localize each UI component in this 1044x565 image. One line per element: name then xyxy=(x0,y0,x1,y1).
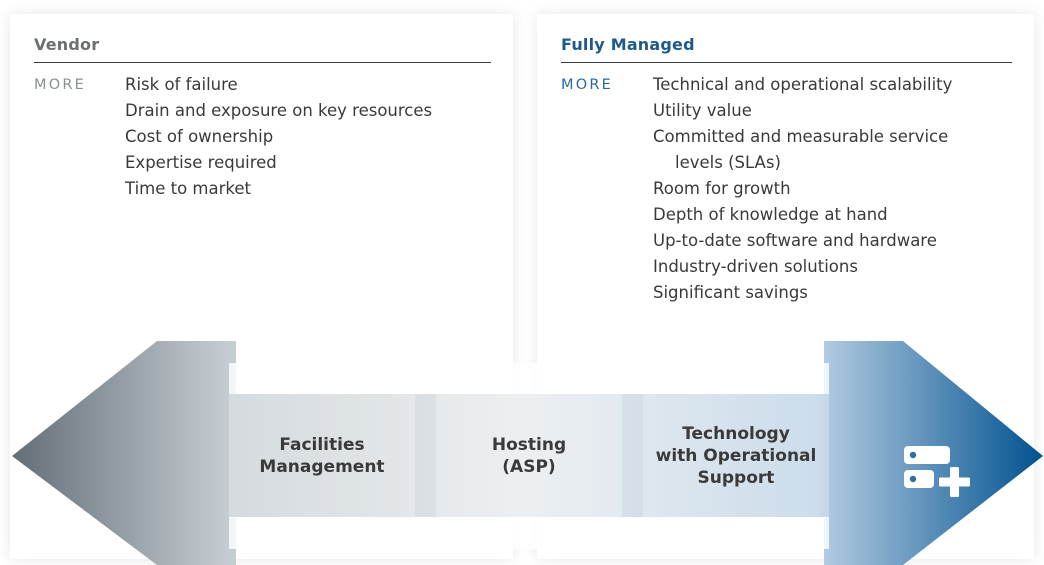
fully-managed-list: Technical and operational scalability Ut… xyxy=(653,72,993,306)
technology-operational-support-label: Technology with Operational Support xyxy=(643,363,829,549)
vendor-more-label: MORE xyxy=(34,77,86,93)
list-item: Up-to-date software and hardware xyxy=(653,231,937,250)
server-add-icon xyxy=(904,446,970,497)
vendor-list: Risk of failure Drain and exposure on ke… xyxy=(125,72,432,202)
list-item: Cost of ownership xyxy=(125,127,274,146)
hosting-asp-box: Hosting (ASP) xyxy=(436,363,622,549)
list-item: Industry-driven solutions xyxy=(653,257,858,276)
box-line: Hosting xyxy=(491,435,567,455)
box-background xyxy=(229,363,415,549)
list-item: Drain and exposure on key resources xyxy=(125,101,433,120)
list-item: Expertise required xyxy=(125,153,277,172)
list-item: Room for growth xyxy=(653,179,791,198)
fully-managed-divider xyxy=(561,62,1012,63)
fully-managed-more-label: MORE xyxy=(561,77,613,93)
box-line: with Operational xyxy=(655,446,817,466)
box-background xyxy=(436,363,622,549)
box-line: (ASP) xyxy=(502,457,556,477)
box-line: Technology xyxy=(682,424,790,444)
list-item: Utility value xyxy=(653,101,752,120)
hosting-asp-label: Hosting (ASP) xyxy=(436,363,622,549)
technology-operational-support-box: Technology with Operational Support xyxy=(643,363,829,549)
arrow-shape xyxy=(12,341,1043,565)
box-background xyxy=(643,363,829,549)
box-line: Support xyxy=(697,468,775,488)
list-item: Time to market xyxy=(125,179,251,198)
list-item: Technical and operational scalability xyxy=(653,75,953,94)
list-item: Risk of failure xyxy=(125,75,238,94)
vendor-divider xyxy=(34,62,491,63)
vendor-title: Vendor xyxy=(34,35,100,54)
list-item: Significant savings xyxy=(653,283,808,302)
fully-managed-title: Fully Managed xyxy=(561,35,695,54)
list-item: Depth of knowledge at hand xyxy=(653,205,888,224)
facilities-management-box: Facilities Management xyxy=(229,363,415,549)
facilities-management-label: Facilities Management xyxy=(229,363,415,549)
box-line: Facilities xyxy=(279,435,365,455)
list-item: Committed and measurable service levels … xyxy=(653,127,949,172)
box-line: Management xyxy=(259,457,385,477)
